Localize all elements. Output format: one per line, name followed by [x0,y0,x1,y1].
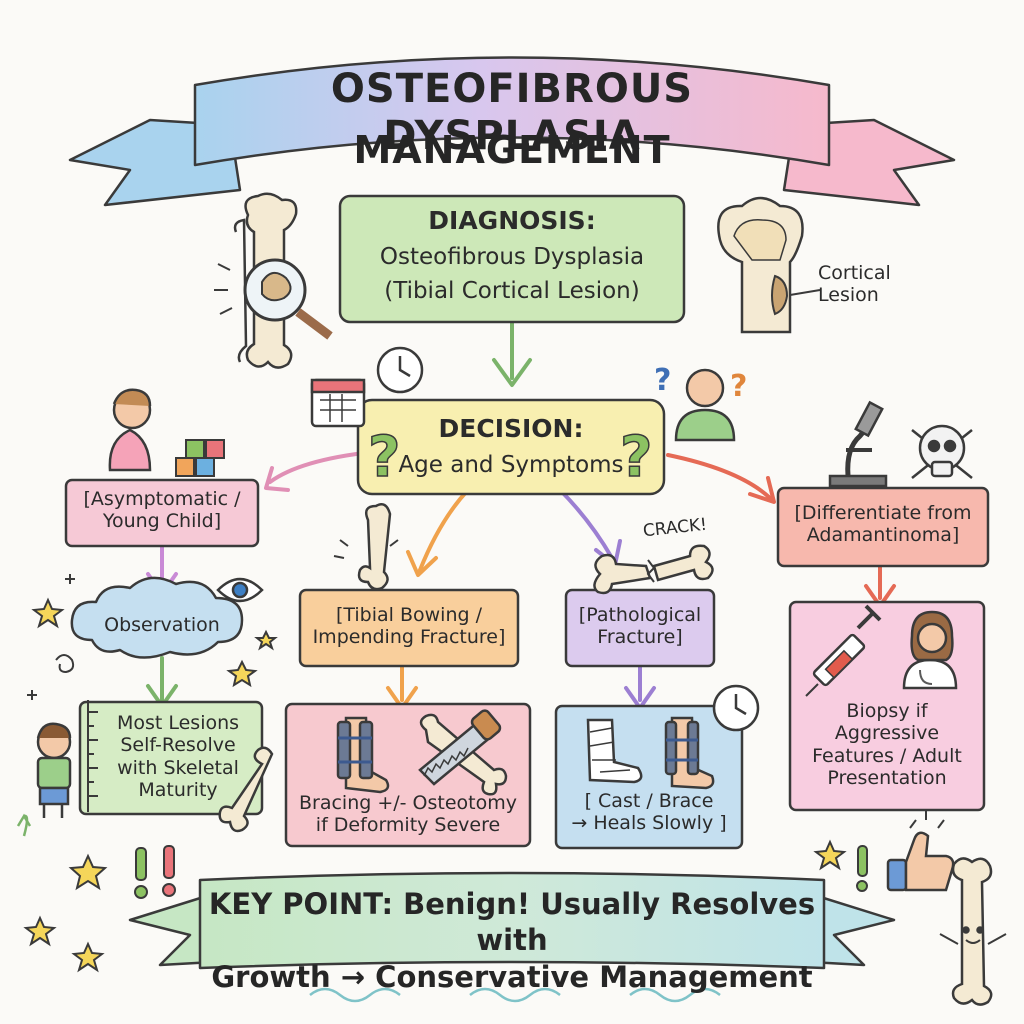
thinking-person-icon: ? ? [654,363,747,442]
diagnosis-heading: DIAGNOSIS: [428,206,596,235]
bone-icon [218,746,274,833]
microscope-icon [828,400,888,488]
happy-bone-icon [939,857,1007,1006]
page-subtitle: MANAGEMENT [353,128,671,172]
key-point-banner [128,871,896,970]
page-title: OSTEOFIBROUS DYSPLASIA [330,66,694,160]
cortical-lesion-label: Cortical Lesion [818,262,891,307]
diagnosis-line1: Osteofibrous Dysplasia [379,244,645,270]
saw-icon [418,709,508,796]
svg-text:?: ? [730,369,747,404]
thumbs-up-icon [886,810,955,892]
cast-label: [ Cast / Brace → Heals Slowly ] [571,790,727,835]
bone-cross-section-icon [717,196,821,334]
star-icon [23,597,847,973]
diagnosis-line2: (Tibial Cortical Lesion) [384,278,640,304]
clock-icon [376,346,424,394]
biopsy-label: Biopsy if Aggressive Features / Adult Pr… [812,700,962,790]
diagnosis-box [338,194,686,324]
magnifier-icon [214,258,333,340]
arrow-decision-to-fracture [558,488,614,560]
tibial-bowing-label: [Tibial Bowing / Impending Fracture] [312,604,506,649]
cast-icon [586,718,643,784]
leg-brace-icon [664,716,715,790]
syringe-icon [805,604,882,697]
growth-ruler-icon [87,700,98,812]
question-mark-icon: ? ? [367,424,653,491]
exclamation-icon [134,845,868,899]
key-point-text: KEY POINT: Benign! Usually Resolves with… [208,887,816,994]
boy-icon [16,722,72,837]
bracing-label: Bracing +/- Osteotomy if Deformity Sever… [298,792,518,837]
svg-text:?: ? [654,363,671,398]
decision-box [356,398,666,496]
differentiate-label: [Differentiate from Adamantinoma] [794,502,972,547]
arrow-decision-to-differentiate [666,453,772,500]
asymptomatic-box [64,478,260,548]
clock-icon [712,684,760,732]
skull-icon [911,424,973,479]
svg-text:?: ? [620,425,652,490]
decision-subtitle: Age and Symptoms [398,452,624,478]
observation-label: Observation [104,614,220,636]
swirl-decoration [27,574,75,700]
child-with-blocks-icon [108,388,225,477]
arrow-decision-to-bowing [418,488,470,572]
calendar-icon [310,378,366,428]
tibial-bowing-box [298,588,520,668]
observation-cloud [70,576,244,659]
differentiate-box [776,486,990,568]
title-ribbon [68,56,956,207]
doctor-icon [902,610,958,690]
asymptomatic-label: [Asymptomatic / Young Child] [83,488,241,533]
arrow-decision-to-asymptomatic [268,450,374,484]
decision-heading: DECISION: [438,414,584,443]
pathological-box [564,588,716,668]
cracked-bone-icon [333,503,399,591]
broken-bone-icon [593,544,714,595]
squiggle-decoration [309,987,721,1003]
pathological-label: [Pathological Fracture] [578,604,702,649]
svg-text:?: ? [368,425,400,490]
self-resolve-label: Most Lesions Self-Resolve with Skeletal … [116,712,240,802]
eye-icon [216,577,264,603]
brace-leg-icon [336,716,390,794]
